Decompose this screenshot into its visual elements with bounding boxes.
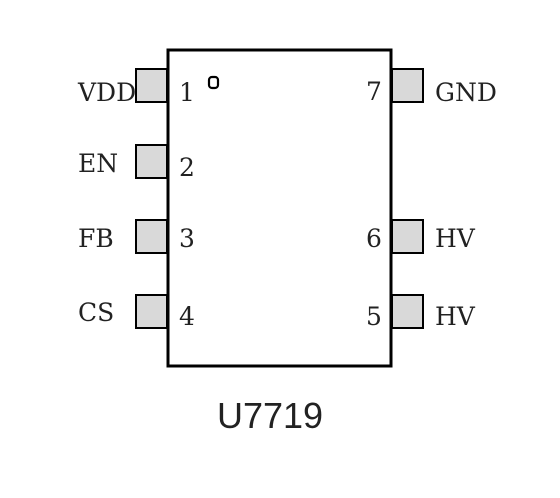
pin-name-2: EN	[78, 149, 118, 178]
pin-name-4: CS	[78, 298, 114, 327]
pin-number-4: 4	[179, 302, 195, 331]
pin-pad-3	[135, 219, 168, 254]
pin-pad-4	[135, 294, 168, 329]
pin-number-6: 6	[366, 224, 382, 253]
pin-number-5: 5	[366, 302, 382, 331]
pin-number-2: 2	[179, 153, 195, 182]
pin-name-6: HV	[435, 224, 476, 253]
chip-body	[166, 48, 393, 368]
pin-number-3: 3	[179, 224, 195, 253]
pin-pad-6	[391, 219, 424, 254]
pin-name-5: HV	[435, 302, 476, 331]
pin-name-1: VDD	[77, 78, 136, 107]
pin-pad-5	[391, 294, 424, 329]
pin-pad-1	[135, 68, 168, 103]
part-name-label: U7719	[217, 395, 323, 436]
pin-name-3: FB	[78, 224, 114, 253]
pin1-indicator-icon	[207, 75, 220, 90]
pin-number-7: 7	[366, 77, 382, 106]
pin-pad-7	[391, 68, 424, 103]
pin-number-1: 1	[179, 78, 195, 107]
pin-name-7: GND	[435, 78, 497, 107]
pin-pad-2	[135, 144, 168, 179]
